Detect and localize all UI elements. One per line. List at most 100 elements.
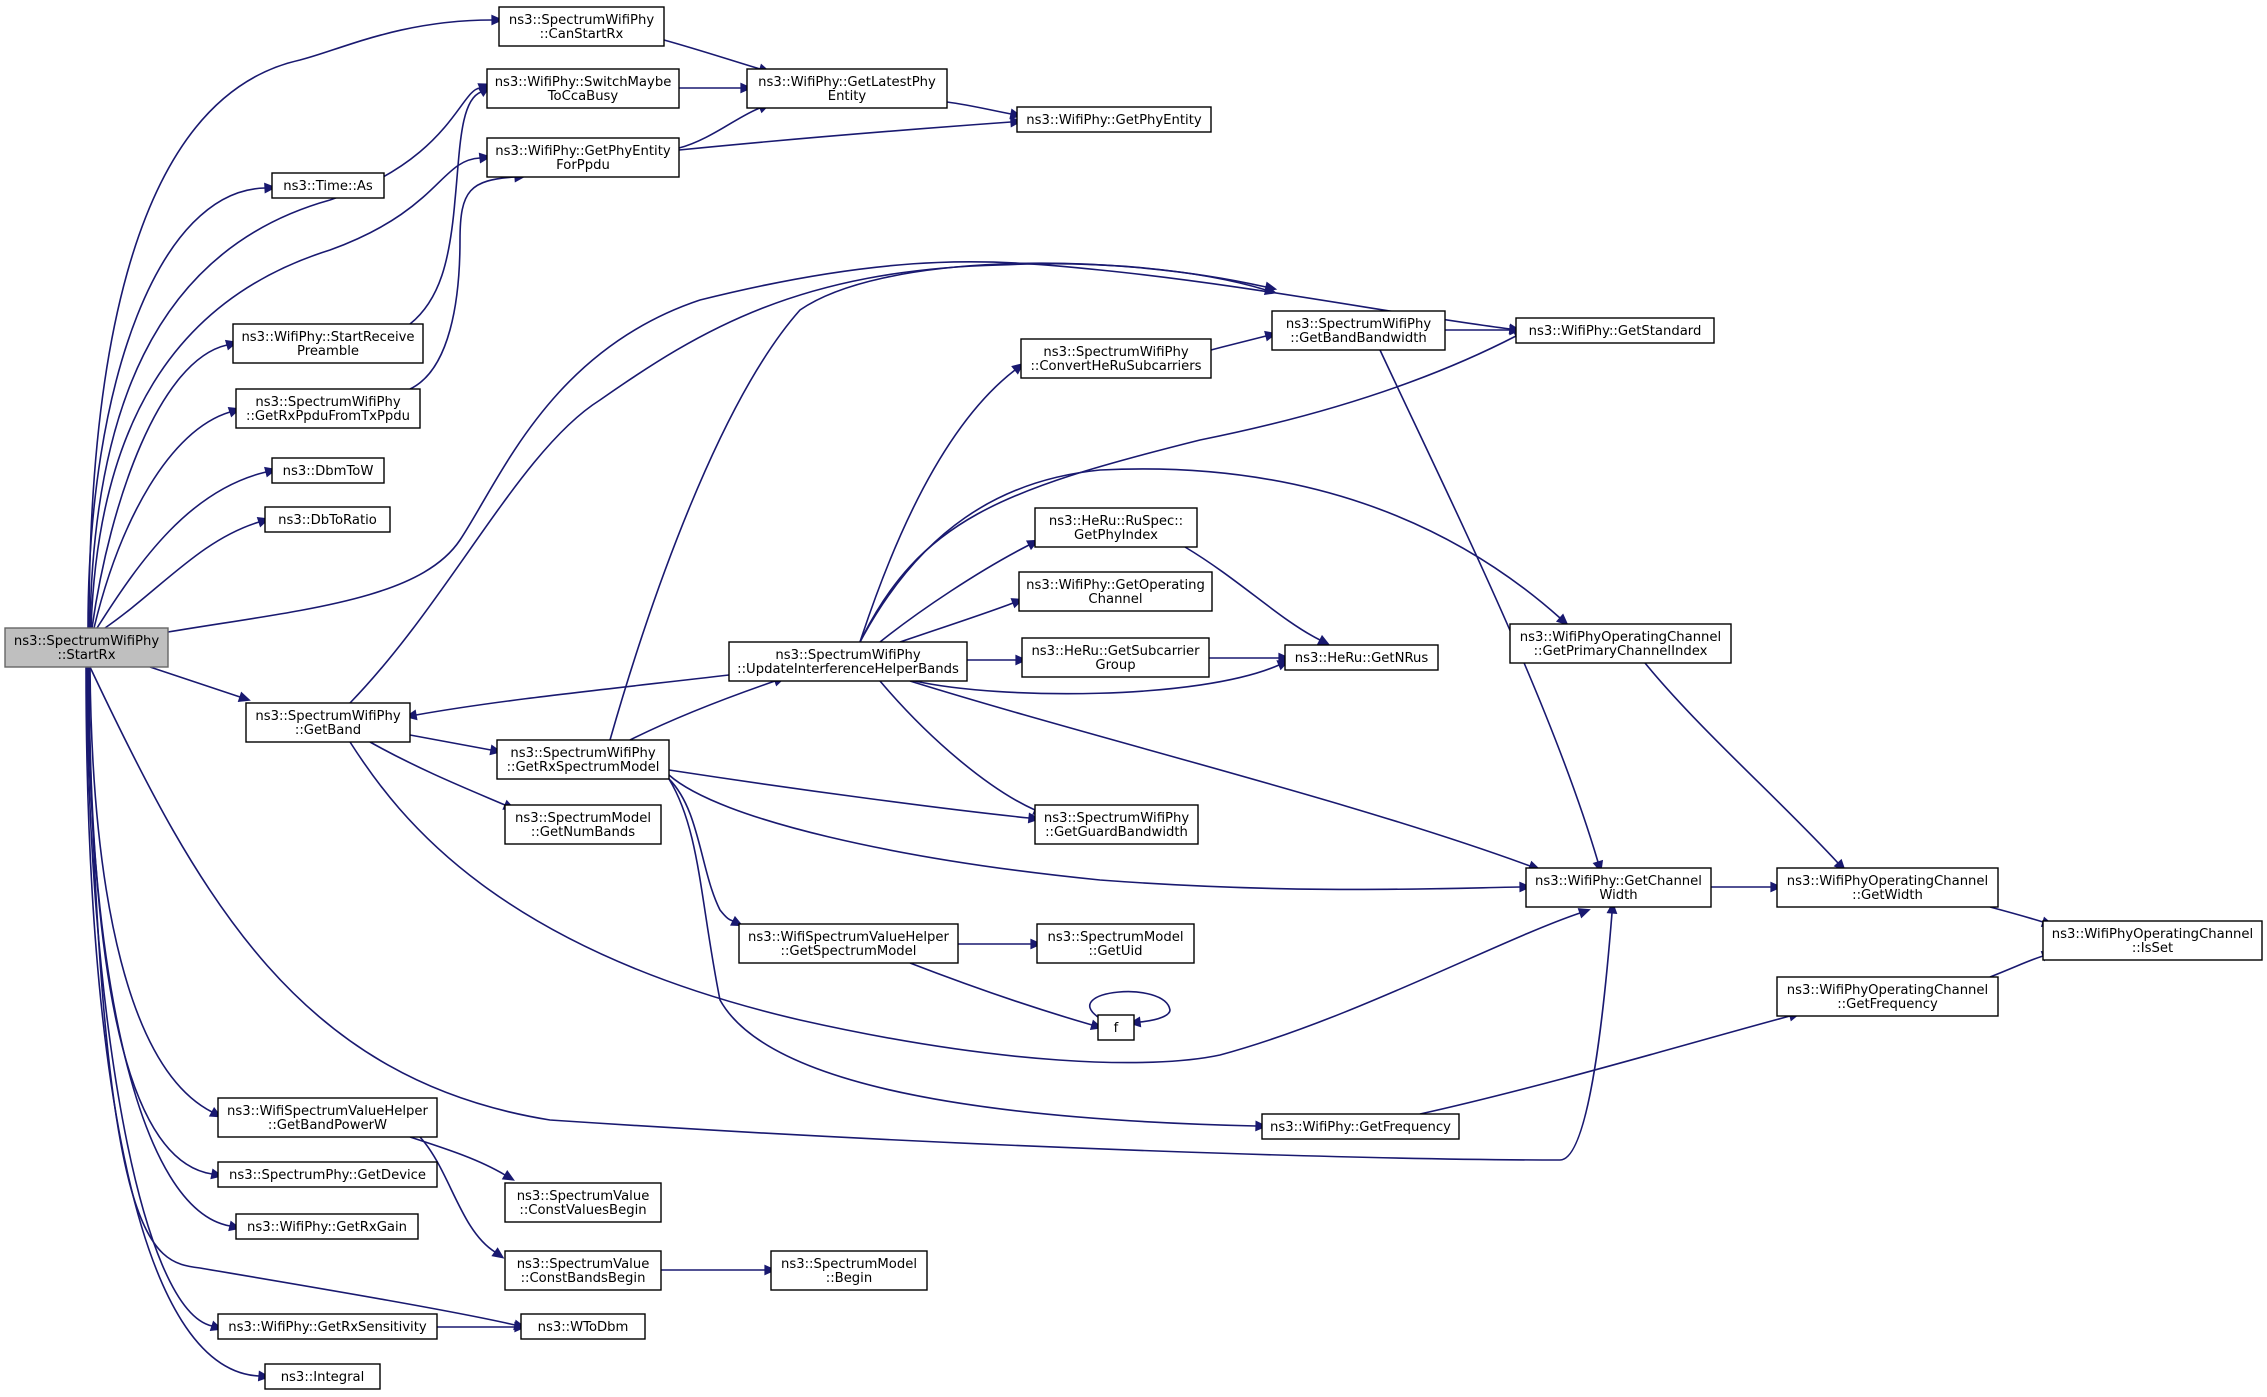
arrowhead (1030, 938, 1043, 950)
edge-line (87, 187, 266, 629)
arrowhead (764, 1264, 777, 1276)
arrowhead (1316, 634, 1331, 646)
edge-line (609, 262, 1267, 741)
function-node-get-phy-index[interactable]: ns3::HeRu::RuSpec::GetPhyIndex (1034, 507, 1198, 548)
node-box (235, 1213, 419, 1240)
node-label-line: ::GetGuardBandwidth (1045, 825, 1188, 840)
function-node-get-num-bands[interactable]: ns3::SpectrumModel::GetNumBands (504, 804, 662, 845)
function-node-db-to-ratio[interactable]: ns3::DbToRatio (264, 506, 391, 533)
function-node-op-ch-get-width[interactable]: ns3::WifiPhyOperatingChannel::GetWidth (1776, 867, 1999, 908)
node-label-line: ns3::Integral (281, 1370, 365, 1385)
node-box (504, 1182, 662, 1223)
edge-line (1088, 990, 1171, 1023)
function-node-get-guard-bandwidth[interactable]: ns3::SpectrumWifiPhy::GetGuardBandwidth (1034, 804, 1199, 845)
function-nodes: ns3::SpectrumWifiPhy::StartRxns3::Spectr… (4, 6, 2263, 1390)
edge-line (678, 121, 1012, 151)
call-edge-get-rx-spectrum-model-to-get-frequency (668, 778, 1268, 1132)
node-label-line: ::ConstValuesBegin (519, 1203, 646, 1218)
function-node-can-start-rx[interactable]: ns3::SpectrumWifiPhy::CanStartRx (498, 6, 665, 47)
edge-line (85, 666, 260, 1377)
node-label-line: ns3::WifiPhy::GetRxSensitivity (228, 1320, 427, 1335)
call-edge-start-rx-to-can-start-rx (88, 14, 504, 629)
node-label-line: ns3::SpectrumWifiPhy (255, 709, 400, 724)
function-node-get-band-power-w[interactable]: ns3::WifiSpectrumValueHelper::GetBandPow… (217, 1097, 438, 1138)
node-label-line: ::GetBandPowerW (268, 1118, 387, 1133)
node-box (498, 6, 665, 47)
node-box (770, 1250, 928, 1291)
call-edge-start-rx-to-get-phy-entity-for-ppdu (90, 152, 492, 629)
node-label-line: ns3::HeRu::GetNRus (1295, 651, 1429, 666)
node-label-line: Preamble (297, 344, 359, 359)
function-node-get-primary-channel-index[interactable]: ns3::WifiPhyOperatingChannel::GetPrimary… (1509, 623, 1732, 664)
function-node-begin[interactable]: ns3::SpectrumModel::Begin (770, 1250, 928, 1291)
function-node-is-set[interactable]: ns3::WifiPhyOperatingChannel::IsSet (2042, 920, 2263, 961)
node-label-line: ::StartRx (57, 648, 115, 663)
function-node-get-standard[interactable]: ns3::WifiPhy::GetStandard (1515, 317, 1715, 344)
function-node-get-phy-entity[interactable]: ns3::WifiPhy::GetPhyEntity (1016, 106, 1212, 133)
call-edges (85, 14, 2054, 1382)
call-edge-start-rx-to-integral (85, 666, 271, 1382)
edge-line (909, 680, 1531, 867)
node-label-line: ::GetNumBands (531, 825, 635, 840)
function-node-get-frequency[interactable]: ns3::WifiPhy::GetFrequency (1261, 1113, 1460, 1140)
arrowhead (1010, 116, 1023, 128)
node-label-line: ns3::SpectrumValue (517, 1189, 650, 1204)
node-box (1018, 571, 1213, 612)
edge-line (914, 664, 1280, 695)
node-label-line: ns3::SpectrumWifiPhy (1286, 317, 1431, 332)
function-node-update-interference-helper-bands[interactable]: ns3::SpectrumWifiPhy::UpdateInterference… (728, 641, 968, 682)
function-node-get-spectrum-model[interactable]: ns3::WifiSpectrumValueHelper::GetSpectru… (738, 923, 959, 964)
edge-line (167, 261, 1511, 633)
function-node-get-band-bandwidth[interactable]: ns3::SpectrumWifiPhy::GetBandBandwidth (1271, 310, 1446, 351)
node-label-line: ns3::WifiPhy::StartReceive (241, 330, 414, 345)
function-node-get-device[interactable]: ns3::SpectrumPhy::GetDevice (217, 1161, 438, 1188)
function-node-f[interactable]: f (1097, 1014, 1135, 1041)
node-box (520, 1313, 646, 1340)
node-label-line: ns3::WifiPhy::GetPhyEntity (495, 144, 671, 159)
node-label-line: ns3::HeRu::RuSpec:: (1049, 514, 1183, 529)
function-node-get-rx-gain[interactable]: ns3::WifiPhy::GetRxGain (235, 1213, 419, 1240)
node-box (235, 388, 421, 429)
call-edge-update-interference-helper-bands-to-get-channel-width (909, 680, 1541, 871)
call-edge-get-rx-spectrum-model-to-update-interference-helper-bands (629, 676, 786, 741)
node-label-line: ::IsSet (2132, 941, 2173, 956)
node-box (496, 739, 670, 780)
arrowhead (478, 152, 492, 164)
function-node-get-rx-ppdu-from-tx-ppdu[interactable]: ns3::SpectrumWifiPhy::GetRxPpduFromTxPpd… (235, 388, 421, 429)
function-node-convert-he-ru-subcarriers[interactable]: ns3::SpectrumWifiPhy::ConvertHeRuSubcarr… (1020, 338, 1212, 379)
function-node-get-uid[interactable]: ns3::SpectrumModel::GetUid (1036, 923, 1195, 964)
edge-line (629, 680, 776, 741)
function-node-get-rx-sensitivity[interactable]: ns3::WifiPhy::GetRxSensitivity (217, 1313, 438, 1340)
function-node-get-band[interactable]: ns3::SpectrumWifiPhy::GetBand (245, 702, 411, 743)
function-node-wto-dbm[interactable]: ns3::WToDbm (520, 1313, 646, 1340)
edge-line (93, 411, 231, 629)
function-node-get-nrus[interactable]: ns3::HeRu::GetNRus (1284, 644, 1439, 671)
function-node-const-values-begin[interactable]: ns3::SpectrumValue::ConstValuesBegin (504, 1182, 662, 1223)
node-box (486, 137, 680, 178)
node-label-line: ns3::WifiPhy::GetOperating (1026, 578, 1205, 593)
arrowhead (1278, 652, 1291, 664)
node-label-line: ns3::WifiPhyOperatingChannel (1520, 630, 1721, 645)
edge-line (1184, 546, 1321, 641)
function-node-op-ch-get-frequency[interactable]: ns3::WifiPhyOperatingChannel::GetFrequen… (1776, 976, 1999, 1017)
function-node-dbm-to-w[interactable]: ns3::DbmToW (271, 457, 385, 484)
call-edge-update-interference-helper-bands-to-get-phy-index (879, 539, 1040, 643)
edge-line (349, 741, 1581, 1064)
function-node-integral[interactable]: ns3::Integral (264, 1363, 381, 1390)
node-label-line: ::GetSpectrumModel (781, 944, 917, 959)
node-label-line: ns3::SpectrumWifiPhy (14, 634, 159, 649)
node-label-line: Group (1095, 658, 1135, 673)
function-node-time-as[interactable]: ns3::Time::As (271, 172, 385, 199)
function-node-start-rx[interactable]: ns3::SpectrumWifiPhy::StartRx (4, 627, 169, 668)
function-node-get-rx-spectrum-model[interactable]: ns3::SpectrumWifiPhy::GetRxSpectrumModel (496, 739, 670, 780)
edge-line (89, 87, 481, 629)
function-node-const-bands-begin[interactable]: ns3::SpectrumValue::ConstBandsBegin (504, 1250, 662, 1291)
node-label-line: ns3::WifiPhyOperatingChannel (2052, 927, 2253, 942)
